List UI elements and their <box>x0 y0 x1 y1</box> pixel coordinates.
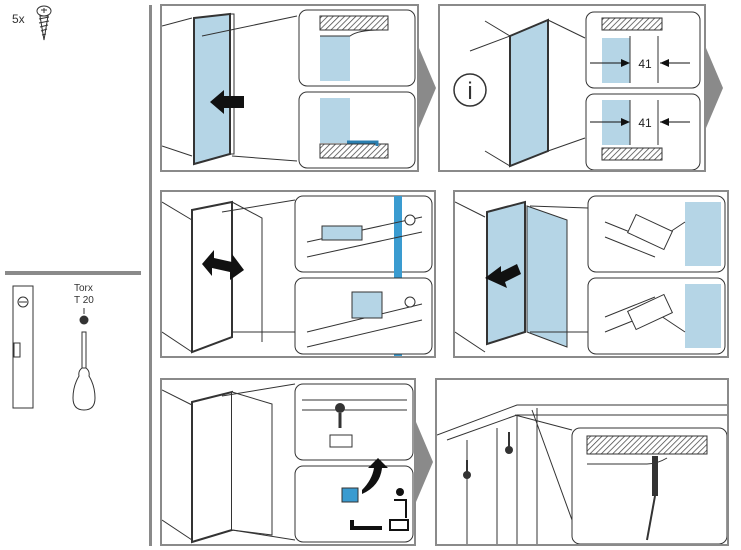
tools-section: Torx T 20 <box>0 280 145 420</box>
screw-icon <box>36 5 52 41</box>
step-4-panel <box>453 190 729 358</box>
screw-quantity: 5x <box>12 12 25 26</box>
spirit-level-icon <box>12 285 34 409</box>
parts-section: 5x <box>0 0 145 270</box>
lift-arrow-icon <box>362 458 388 494</box>
screw-icon <box>505 446 513 454</box>
step-2-panel: i 41 41 <box>438 4 706 172</box>
push-arrow-icon <box>485 264 521 288</box>
next-step-arrow <box>419 48 436 128</box>
move-arrow-icon <box>202 250 244 280</box>
screwdriver-icon <box>72 308 96 411</box>
step-2-illustration: i 41 41 <box>453 11 701 170</box>
info-symbol: i <box>467 78 472 105</box>
push-arrow-icon <box>210 90 244 114</box>
info-icon <box>453 73 487 107</box>
torx-label: Torx <box>74 283 93 294</box>
torx-size: T 20 <box>74 295 94 306</box>
next-step-arrow <box>706 48 723 128</box>
step-6-panel <box>435 378 729 546</box>
step-1-illustration <box>162 9 416 169</box>
screw-icon <box>463 471 471 479</box>
bottom-dimension: 41 <box>638 116 652 130</box>
step-4-illustration <box>455 195 726 355</box>
step-1-panel <box>160 4 419 172</box>
next-step-arrow <box>416 422 433 502</box>
step-3-panel <box>160 190 436 358</box>
step-3-illustration <box>162 195 433 356</box>
step-5-panel <box>160 378 416 546</box>
section-divider <box>5 271 141 275</box>
step-5-illustration <box>162 383 414 544</box>
screw-icon <box>335 403 345 413</box>
vertical-divider <box>149 5 152 546</box>
top-dimension: 41 <box>638 57 652 71</box>
step-6-illustration <box>437 404 727 544</box>
